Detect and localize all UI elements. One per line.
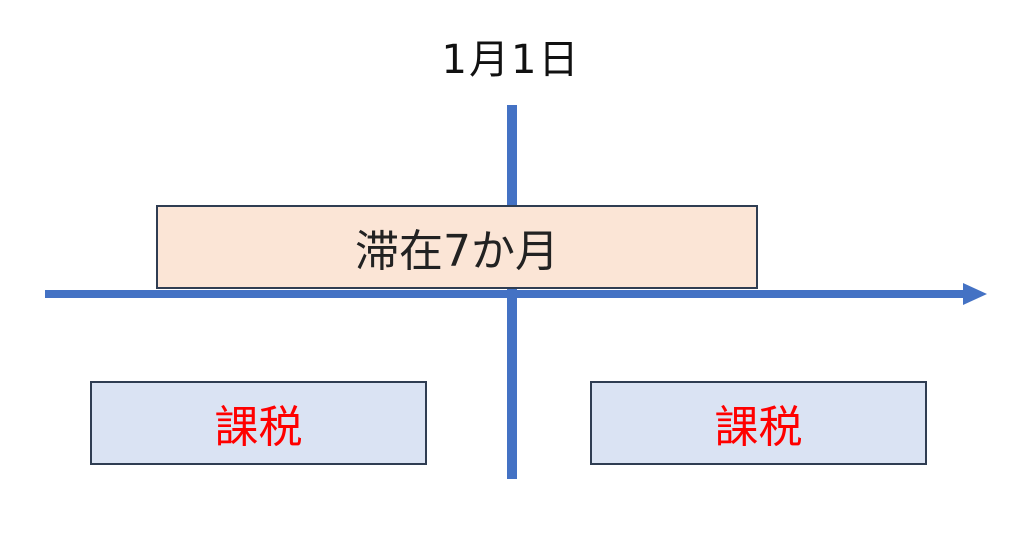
date-label: 1月1日 xyxy=(441,37,581,83)
time-axis xyxy=(45,290,965,298)
tax-before-box: 課税 xyxy=(90,381,427,465)
tax-before-label: 課税 xyxy=(214,402,303,453)
stay-period-label: 滞在7か月 xyxy=(355,226,559,277)
time-axis-arrow-icon xyxy=(963,283,987,305)
tax-after-label: 課税 xyxy=(714,402,803,453)
stay-period-box: 滞在7か月 xyxy=(156,205,758,289)
tax-after-box: 課税 xyxy=(590,381,927,465)
